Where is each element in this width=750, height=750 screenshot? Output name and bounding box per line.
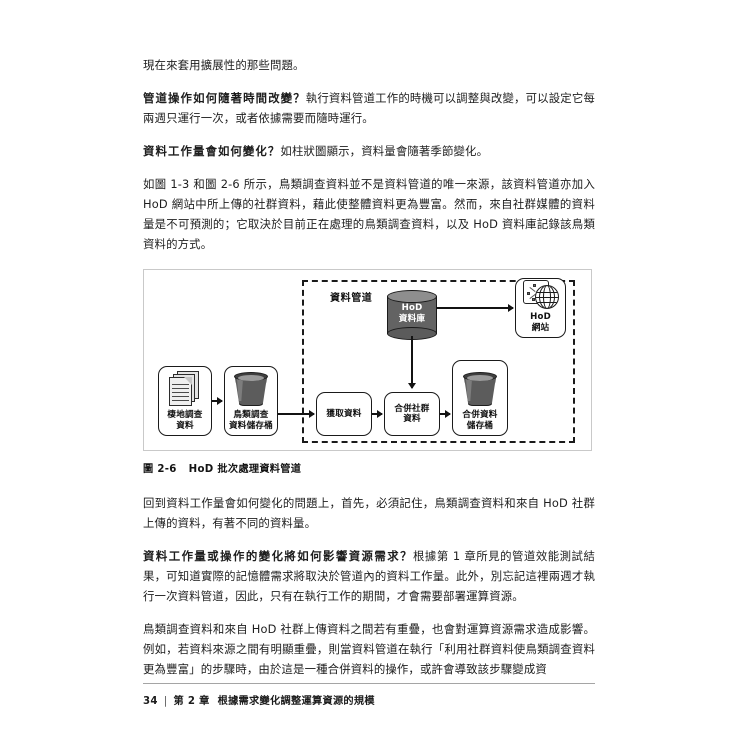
globe-browser-icon xyxy=(522,279,559,310)
arrow-habitat-to-bucket xyxy=(212,400,222,402)
pipeline-label: 資料管道 xyxy=(330,293,373,304)
paragraph-5-text: 回到資料工作量會如何變化的問題上，首先，必須記住，鳥類調查資料和來自 HoD 社… xyxy=(143,496,595,530)
arrow-database-to-website xyxy=(499,307,513,309)
paragraph-3-text: 如柱狀圖顯示，資料量會隨著季節變化。 xyxy=(280,144,489,158)
node-hod-website: HoD 網站 xyxy=(515,278,566,338)
footer-content: 34 | 第 2 章根據需求變化調整運算資源的規模 xyxy=(143,692,595,707)
paragraph-6: 資料工作量或操作的變化將如何影響資源需求？根據第 1 章所見的管道效能測試結果，… xyxy=(143,546,595,606)
page-content: 現在來套用擴展性的那些問題。 管道操作如何隨著時間改變？執行資料管道工作的時機可… xyxy=(143,55,595,692)
paragraph-4-text: 如圖 1-3 和圖 2-6 所示，鳥類調查資料並不是資料管道的唯一來源，該資料管… xyxy=(143,177,595,251)
documents-icon xyxy=(168,371,202,407)
arrow-database-to-merge xyxy=(411,336,413,388)
bucket-icon xyxy=(463,372,497,408)
figure-frame: 資料管道 棲地調查 資料 xyxy=(143,269,592,451)
arrow-merge-to-merged-bucket xyxy=(440,413,450,415)
figure-caption: 圖 2-6 HoD 批次處理資料管道 xyxy=(143,460,595,475)
node-bird-survey-bucket: 鳥類調查 資料儲存桶 xyxy=(224,366,278,436)
hod-database-icon: HoD 資料庫 xyxy=(387,290,437,340)
paragraph-3: 資料工作量會如何變化？如柱狀圖顯示，資料量會隨著季節變化。 xyxy=(143,141,595,161)
footer-chapter-title: 根據需求變化調整運算資源的規模 xyxy=(217,696,375,707)
node-merge-community-data: 合併社群 資料 xyxy=(384,392,440,436)
page-footer: 34 | 第 2 章根據需求變化調整運算資源的規模 xyxy=(143,683,595,707)
paragraph-7: 鳥類調查資料和來自 HoD 社群上傳資料之間若有重疊，也會對運算資源需求造成影響… xyxy=(143,619,595,679)
paragraph-2: 管道操作如何隨著時間改變？執行資料管道工作的時機可以調整與改變，可以設定它每兩週… xyxy=(143,88,595,128)
node-merged-data-bucket-label: 合併資料 儲存桶 xyxy=(462,410,498,431)
node-hod-website-label: HoD 網站 xyxy=(530,312,551,333)
paragraph-2-text: 執行資料管道工作的時機可以調整與改變，可以設定它每兩週只運行一次，或者依據需要而… xyxy=(143,91,595,125)
figure-2-6: 資料管道 棲地調查 資料 xyxy=(143,269,595,475)
paragraph-6-question: 資料工作量或操作的變化將如何影響資源需求？ xyxy=(143,549,413,563)
node-habitat-survey-data-label: 棲地調查 資料 xyxy=(167,410,203,431)
footer-separator: | xyxy=(163,696,168,707)
line-database-to-website-h xyxy=(436,307,509,309)
paragraph-2-question: 管道操作如何隨著時間改變？ xyxy=(143,91,306,105)
paragraph-3-question: 資料工作量會如何變化？ xyxy=(143,144,281,158)
figure-caption-number: 圖 2-6 xyxy=(143,464,177,475)
footer-divider xyxy=(143,683,595,684)
paragraph-6-text: 根據第 1 章所見的管道效能測試結果，可知道實際的記憶體需求將取決於管道內的資料… xyxy=(143,549,595,603)
node-merge-community-data-label: 合併社群 資料 xyxy=(394,403,430,425)
paragraph-4: 如圖 1-3 和圖 2-6 所示，鳥類調查資料並不是資料管道的唯一來源，該資料管… xyxy=(143,174,595,254)
node-ingest-data: 獲取資料 xyxy=(316,392,372,436)
paragraph-5: 回到資料工作量會如何變化的問題上，首先，必須記住，鳥類調查資料和來自 HoD 社… xyxy=(143,493,595,533)
bucket-icon xyxy=(234,372,268,408)
figure-caption-title: HoD 批次處理資料管道 xyxy=(188,464,302,475)
node-bird-survey-bucket-label: 鳥類調查 資料儲存桶 xyxy=(229,410,273,431)
globe-icon xyxy=(534,285,559,309)
node-ingest-data-label: 獲取資料 xyxy=(326,408,362,419)
arrow-bucket-to-ingest xyxy=(278,413,314,415)
hod-database-label: HoD 資料庫 xyxy=(398,303,426,324)
pipeline-boundary xyxy=(302,280,575,443)
footer-chapter: 第 2 章 xyxy=(173,696,210,707)
paragraph-1-text: 現在來套用擴展性的那些問題。 xyxy=(143,58,305,72)
paragraph-1: 現在來套用擴展性的那些問題。 xyxy=(143,55,595,75)
node-merged-data-bucket: 合併資料 儲存桶 xyxy=(452,360,508,436)
footer-page-number: 34 xyxy=(143,696,158,707)
paragraph-7-text: 鳥類調查資料和來自 HoD 社群上傳資料之間若有重疊，也會對運算資源需求造成影響… xyxy=(143,622,595,676)
node-habitat-survey-data: 棲地調查 資料 xyxy=(158,366,212,436)
arrow-ingest-to-merge xyxy=(372,413,382,415)
